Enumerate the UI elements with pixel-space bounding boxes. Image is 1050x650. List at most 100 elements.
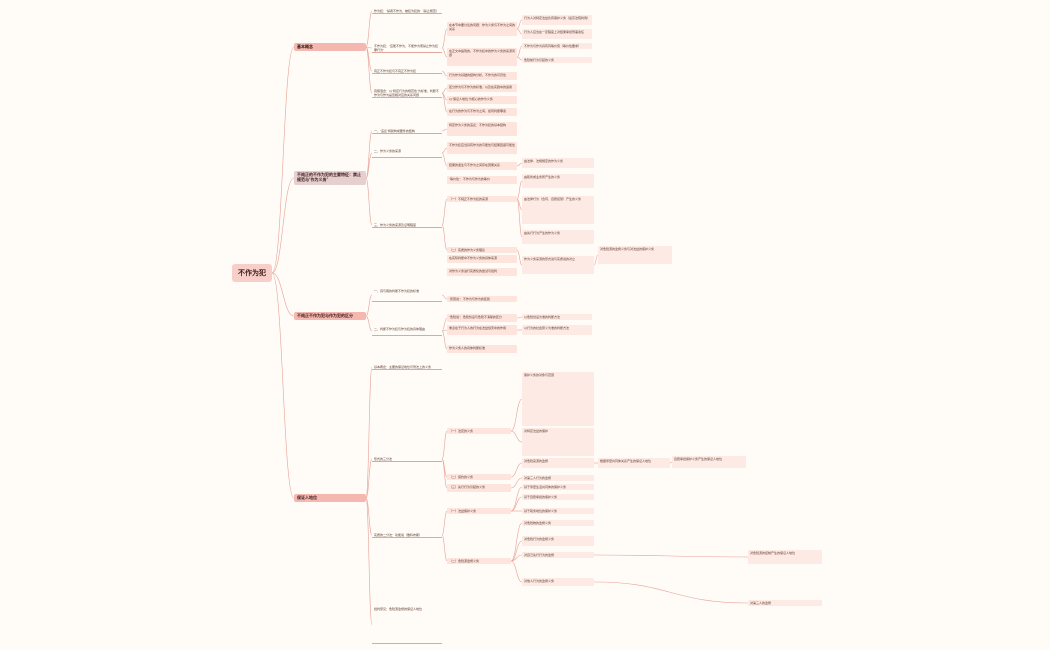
b4-child-0[interactable]: 基本概念：主要的保证地位与刑法上的义务 [372,364,442,370]
b4-sub-7[interactable]: 对危险物的监督义务 [522,520,594,526]
b2-detail-6[interactable]: 在实际判断中不作为义务的具体来源 [447,255,517,263]
b4-detail-0[interactable]: （一）法定的义务 [447,428,511,434]
b4-child-3[interactable]: 批判意见：危险源监督的保证人地位 [372,606,442,644]
b3-detail-3[interactable]: 作为义务人的具体判断标准 [447,345,517,353]
root-node[interactable]: 不作为犯 [232,264,272,282]
b2-child-2[interactable]: 三、作为义务的来源及证明程度 [372,222,442,228]
link-2 [271,272,295,317]
b4-sub-10[interactable]: 对他人行为的监督义务 [522,578,594,586]
far-0[interactable]: 根据紧密共同体关系产生的保证人地位 [598,458,670,468]
b1-detail-4[interactable]: 以‘保证人地位’为核心的作为义务 [447,96,517,104]
link-50 [510,430,523,443]
b1-detail-2[interactable]: 行为作为基础的结构分析，不作为的可罚性 [447,72,517,80]
b4-sub-3[interactable]: 对第三人行为的监督 [522,475,594,481]
link-30 [516,249,523,266]
b2-sub-5[interactable]: 对危险源的监督义务与对法益的保护义务 [598,246,672,264]
b1-child-0[interactable]: 作为犯：‘禁者不作为，被犯为犯的’（禁止规范） [372,8,442,14]
b1-detail-1[interactable]: 在正文中提到的，不作为犯中的作为义务的来源问题 [447,48,517,66]
b4-sub-8[interactable]: 对危险行为的监督义务 [522,536,594,546]
b1-child-1[interactable]: 不作为犯：‘应能不作为，不能作为而禁止作为犯罪行为’ [372,43,442,53]
b2-detail-2[interactable]: 结果的发生与不作为之间存在因果关系 [447,162,517,170]
b4-sub-2[interactable]: 对危险来源的监督 [522,458,594,468]
b1-sub-2[interactable]: 不作为与作为具有同等价值（等价性要求） [522,43,592,49]
b4-sub-5[interactable]: 基于自愿承担的保护义务 [522,494,594,500]
link-24 [441,198,448,226]
link-57 [510,540,523,562]
branch-guarantor[interactable]: 保证人地位 [294,494,366,502]
link-21 [441,128,448,132]
b4-sub-1[interactable]: 对特定法益的保护 [522,428,594,456]
b2-sub-2[interactable]: 由法律行为（合同、自愿接受）产生的义务 [522,196,594,224]
b2-detail-4[interactable]: （一）不纯正不作为犯的来源 [447,196,517,202]
b1-detail-3[interactable]: 区分作为与不作为的标准，以及在实践中的适用 [447,84,517,92]
b1-detail-5[interactable]: 在行为的作为与不作为之间，如何判断罪责 [447,108,517,116]
b3-detail-2[interactable]: 重点在于行为人的行为在法益侵害中的作用 [447,325,517,335]
link-40 [365,366,373,499]
b4-sub-9[interactable]: 对自己先行行为的监督 [522,552,594,558]
b4-sub-0[interactable]: 保护义务的对象与范围 [522,372,594,426]
link-4 [365,10,373,48]
b4-child-2[interactable]: 实质的二分法：功能说（雅科布斯） [372,532,442,538]
b2-sub-3[interactable]: 由先行行为产生的作为义务 [522,230,594,244]
b1-child-3[interactable]: 真假混合：以‘特定行为的规范性’为标准，判断不作为与作为是否相对应的关系问题 [372,88,442,98]
link-17 [516,56,523,61]
b1-sub-1[interactable]: 行为人应当在一定程度上对结果承担刑事责任 [522,29,592,39]
b2-sub-0[interactable]: 由法律、法规规定的作为义务 [522,158,594,168]
b2-detail-0[interactable]: 特定作为义务的违反：不作为犯的基本结构 [447,122,517,136]
b2-child-1[interactable]: 二、作为义务的来源 [372,148,442,158]
link-48 [441,534,448,562]
link-46 [441,458,448,489]
link-23 [441,152,448,167]
b3-child-1[interactable]: 二、判断不作为犯与作为犯的具体理由 [372,326,442,336]
link-0 [271,46,295,274]
b2-sub-4[interactable]: 作为义务来源的形式说与实质说的对立 [522,256,594,274]
link-18 [365,130,373,179]
b1-detail-0[interactable]: 在本节中要讨论的问题：作为义务与不作为之间的关系 [447,22,517,36]
b2-detail-5[interactable]: （二）实质的作为义务理论 [447,247,517,253]
b4-sub-4[interactable]: 基于紧密生活共同体的保护义务 [522,484,594,490]
b1-child-2[interactable]: 真正不作为犯与不真正不作为犯 [372,68,442,74]
link-26 [516,162,523,167]
link-53 [510,486,523,512]
link-10 [441,70,448,77]
b4-detail-3[interactable]: （一）法益保护义务 [447,508,511,514]
b2-sub-1[interactable]: 由职务或业务所产生的义务 [522,174,594,188]
far-2[interactable]: 对危险源的控制产生的保证人地位 [748,550,822,564]
b3-detail-1[interactable]: ‘危险说’：危险创设与危险不消除的区分 [447,314,517,322]
branch-main-features[interactable]: 不纯正的不作为犯的主要特征：禁止规范与‘作为义务’ [294,171,366,185]
far-1[interactable]: 自愿承担保护义务产生的保证人地位 [672,456,746,468]
b4-sub-6[interactable]: 基于职务地位的保护义务 [522,508,594,514]
link-42 [365,497,373,536]
b1-sub-0[interactable]: 行为人对特定法益负有保护义务（最高法院判例） [522,15,592,25]
link-49 [510,398,523,432]
b1-sub-3[interactable]: 危险前行为引起的义务 [522,57,592,63]
b4-detail-1[interactable]: （二）契约的义务 [447,474,511,480]
link-8 [441,28,448,49]
link-22 [441,147,448,154]
b3-sub-0[interactable]: 以危险创设为准的判断方法 [522,314,592,320]
b3-child-0[interactable]: 一、真与假的判断不作为犯的标准 [372,288,442,302]
b2-detail-7[interactable]: 对作为义务进行实质化的尝试与批判 [447,268,517,276]
b4-detail-4[interactable]: （二）危险源监督义务 [447,558,511,564]
b4-detail-2[interactable]: （三）先行行为引起的义务 [447,484,511,492]
link-44 [441,430,448,460]
link-5 [365,46,373,49]
link-14 [516,19,523,30]
link-61 [669,461,673,464]
link-13 [441,92,448,113]
b2-detail-3[interactable]: ‘等价性’：不作为与作为的等价 [447,176,517,184]
link-28 [516,198,523,211]
branch-distinction[interactable]: 不纯正不作为犯与作为犯的区分 [294,312,366,320]
b3-detail-0[interactable]: ‘原因说’：不作为与作为的区别 [447,296,517,302]
link-3 [271,272,295,499]
far-3[interactable]: 对第三人的监督 [748,600,822,606]
b2-detail-1[interactable]: 不作为犯应当具有作为的可能性与结果回避可能性 [447,142,517,154]
link-41 [365,458,373,499]
b4-child-1[interactable]: 形式的三分法 [372,456,442,462]
link-58 [510,554,523,562]
link-27 [516,180,523,200]
branch-basic-concept[interactable]: 基本概念 [294,43,366,51]
b2-child-0[interactable]: 一、‘违反’特别构成要件的结构 [372,128,442,134]
b3-sub-1[interactable]: 以行为的社会意义为准的判断方法 [522,325,592,335]
